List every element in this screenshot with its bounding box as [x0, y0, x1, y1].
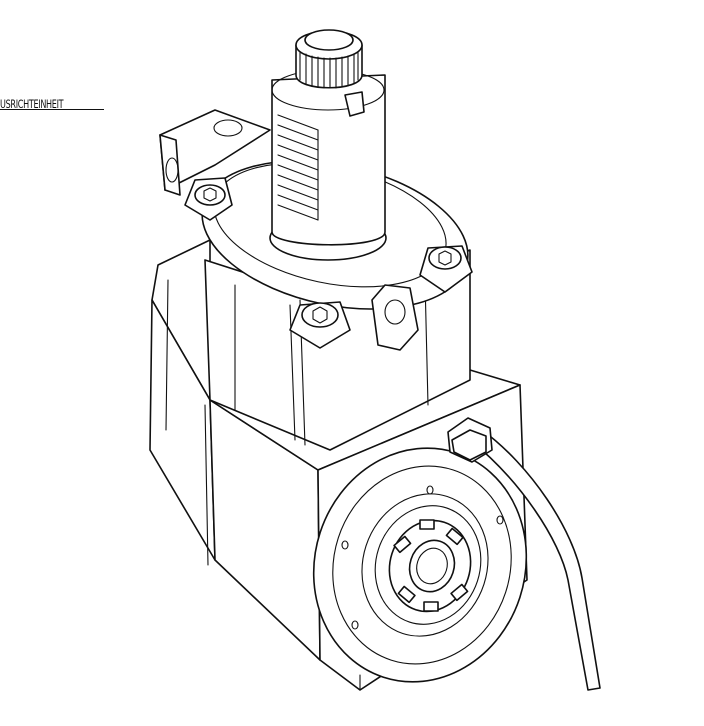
clamp-screw-right	[419, 245, 473, 293]
coolant-pipe	[447, 417, 601, 691]
callout-leader-line	[0, 109, 104, 110]
spline-tip	[295, 29, 363, 89]
collet-nut	[388, 519, 472, 613]
drive-shaft	[269, 69, 387, 261]
alignment-key	[371, 284, 419, 351]
clamp-screw-left	[184, 177, 233, 221]
callout-label: USRICHTEINHEIT	[0, 97, 64, 111]
front-spindle-flange	[312, 447, 528, 683]
clamp-screw-front	[289, 301, 351, 349]
